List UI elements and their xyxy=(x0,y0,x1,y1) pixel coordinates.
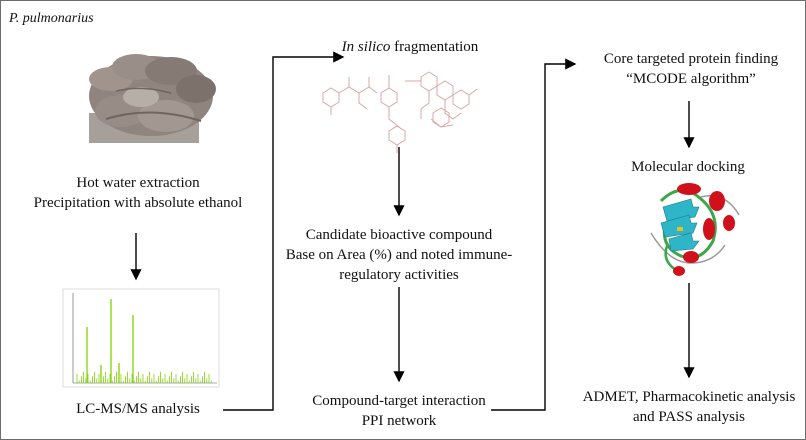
protein-structure-image xyxy=(650,183,740,276)
lcms-label: LC-MS/MS analysis xyxy=(76,401,200,417)
species-label: P. pulmonarius xyxy=(9,11,94,26)
candidate-line-2: Base on Area (%) and noted immune- xyxy=(285,247,513,263)
core-line-1: Core targeted protein finding xyxy=(603,51,779,67)
candidate-text: Candidate bioactive compound Base on Are… xyxy=(281,225,517,285)
core-protein-text: Core targeted protein finding “MCODE alg… xyxy=(593,49,789,89)
extraction-line-2: Precipitation with absolute ethanol xyxy=(33,195,243,211)
admet-line-2: and PASS analysis xyxy=(633,409,745,425)
arrow-lcms-to-fragmentation xyxy=(223,51,345,411)
mushroom-image xyxy=(89,54,216,143)
chemical-structures-image xyxy=(322,71,478,153)
interaction-line-2: PPI network xyxy=(361,413,437,429)
lcms-spectrum-image xyxy=(62,288,220,388)
fragmentation-label: In silico fragmentation xyxy=(335,37,485,57)
fragmentation-text: fragmentation xyxy=(394,39,479,55)
fragmentation-italic-text: In silico xyxy=(341,39,391,55)
admet-line-1: ADMET, Pharmacokinetic analysis xyxy=(582,389,796,405)
arrow-interaction-to-core xyxy=(491,58,577,411)
extraction-line-1: Hot water extraction xyxy=(76,175,200,191)
candidate-line-1: Candidate bioactive compound xyxy=(305,227,493,243)
extraction-text: Hot water extraction Precipitation with … xyxy=(33,173,243,213)
interaction-line-1: Compound-target interaction xyxy=(312,393,486,409)
admet-text: ADMET, Pharmacokinetic analysis and PASS… xyxy=(573,387,805,427)
candidate-line-3: regulatory activities xyxy=(339,267,459,283)
docking-label: Molecular docking xyxy=(631,159,745,175)
interaction-text: Compound-target interaction PPI network xyxy=(301,391,497,431)
core-line-2: “MCODE algorithm” xyxy=(626,71,756,87)
